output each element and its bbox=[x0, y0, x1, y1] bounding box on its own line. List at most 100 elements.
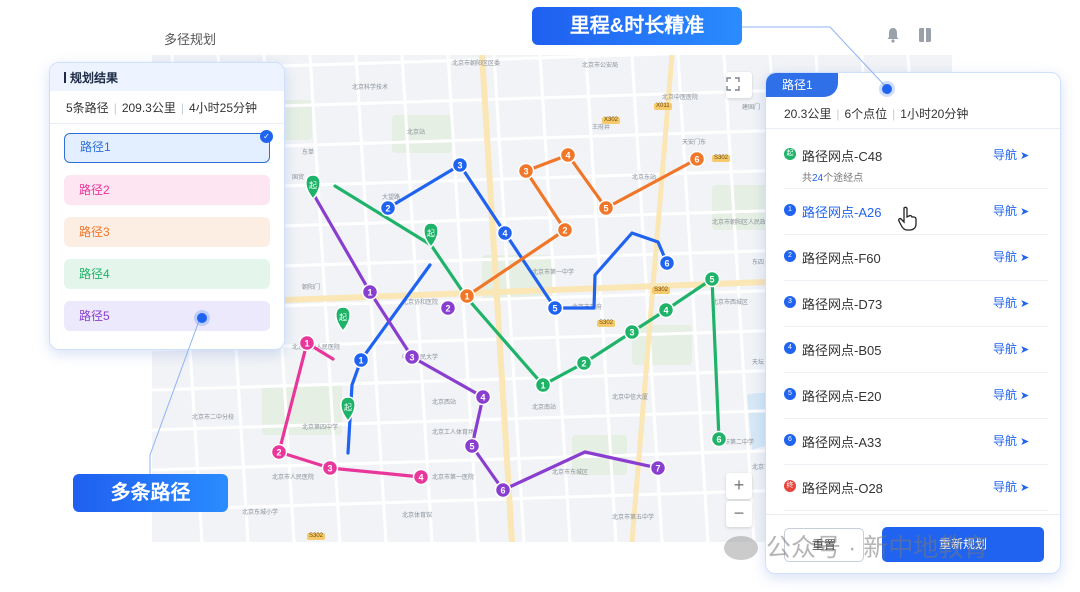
node-circle bbox=[474, 388, 492, 406]
navigate-button[interactable]: 导航➤ bbox=[993, 202, 1029, 219]
navigate-label: 导航 bbox=[993, 204, 1018, 218]
total-duration: 4小时25分钟 bbox=[188, 101, 257, 115]
road-number-label: S302 bbox=[307, 533, 326, 541]
node-circle bbox=[379, 199, 397, 217]
map-place-label: 北京第四中学 bbox=[302, 425, 339, 431]
route-duration: 1小时20分钟 bbox=[900, 107, 969, 121]
node-number: 6 bbox=[716, 435, 721, 445]
node-number: 1 bbox=[367, 288, 372, 298]
pin-shape bbox=[423, 222, 439, 249]
book-icon[interactable] bbox=[918, 27, 932, 43]
navigate-arrow-icon: ➤ bbox=[1020, 298, 1030, 310]
pin-shape bbox=[305, 174, 321, 201]
waypoint-marker-icon: 起 bbox=[784, 148, 796, 160]
start-pin-icon: 起 bbox=[335, 306, 351, 333]
node-circle bbox=[439, 299, 457, 317]
reset-button[interactable]: 重置 bbox=[784, 528, 864, 562]
zoom-out-button[interactable]: − bbox=[726, 501, 752, 527]
results-summary: 5条路径|209.3公里|4小时25分钟 bbox=[50, 91, 284, 124]
route-node-marker: 1 bbox=[458, 287, 476, 305]
map-place-label: 国贸 bbox=[292, 175, 305, 181]
results-header: 规划结果 bbox=[50, 63, 284, 91]
route-item-2[interactable]: 路径2 bbox=[64, 175, 270, 205]
navigate-button[interactable]: 导航➤ bbox=[993, 294, 1029, 311]
waypoint-name: 路径网点-D73 bbox=[802, 297, 883, 312]
start-pin-icon: 起 bbox=[423, 222, 439, 249]
waypoint-name: 路径网点-A26 bbox=[802, 205, 882, 220]
callout-multi-route: 多条路径 bbox=[73, 474, 228, 512]
replan-button[interactable]: 重新规划 bbox=[882, 527, 1044, 562]
map-place-label: 天安门东 bbox=[682, 140, 707, 146]
navigate-button[interactable]: 导航➤ bbox=[993, 478, 1029, 495]
map-place-label: 北京市西城区 bbox=[712, 300, 749, 306]
route-distance: 20.3公里 bbox=[784, 107, 832, 121]
route-node-marker: 5 bbox=[546, 299, 564, 317]
expand-icon[interactable] bbox=[726, 72, 752, 98]
wechat-logo-icon bbox=[724, 536, 758, 560]
route-node-marker: 5 bbox=[597, 199, 615, 217]
route-node-marker: 1 bbox=[298, 334, 316, 352]
node-circle bbox=[496, 224, 514, 242]
navigate-button[interactable]: 导航➤ bbox=[993, 340, 1029, 357]
navigate-arrow-icon: ➤ bbox=[1020, 252, 1030, 264]
navigate-button[interactable]: 导航➤ bbox=[993, 248, 1029, 265]
watermark-text: 公众号 · 新中地教育 bbox=[766, 534, 989, 562]
route-node-marker: 1 bbox=[352, 351, 370, 369]
callout-dot-bottom bbox=[197, 313, 207, 323]
map-place-label: 北京市二中分校 bbox=[192, 415, 235, 421]
waypoint-marker-icon: 2 bbox=[784, 250, 796, 262]
route-item-4[interactable]: 路径4 bbox=[64, 259, 270, 289]
navigate-button[interactable]: 导航➤ bbox=[993, 432, 1029, 449]
navigate-button[interactable]: 导航➤ bbox=[993, 386, 1029, 403]
map-place-label: 北京东站 bbox=[632, 175, 657, 181]
waypoint-row[interactable]: 终路径网点-O28 导航➤ bbox=[784, 465, 1048, 511]
zoom-in-button[interactable]: + bbox=[726, 473, 752, 499]
node-number: 3 bbox=[523, 167, 528, 177]
tab-route-1[interactable]: 路径1 bbox=[766, 73, 838, 97]
navigate-label: 导航 bbox=[993, 296, 1018, 310]
map-place-label: 北京市东城区 bbox=[552, 470, 589, 476]
node-circle bbox=[703, 270, 721, 288]
waypoint-name: 路径网点-O28 bbox=[802, 481, 883, 496]
node-number: 6 bbox=[694, 155, 699, 165]
route-node-marker: 2 bbox=[575, 354, 593, 372]
navigate-button[interactable]: 导航➤ bbox=[993, 146, 1029, 163]
bell-icon[interactable] bbox=[886, 27, 900, 43]
route-item-1[interactable]: 路径1✓ bbox=[64, 130, 273, 163]
route-path bbox=[305, 181, 660, 492]
map-place-label: 北京协和医院 bbox=[402, 300, 439, 306]
node-circle bbox=[463, 437, 481, 455]
page-title: 多径规划 bbox=[164, 32, 217, 47]
route-count: 5条路径 bbox=[66, 101, 109, 115]
node-circle bbox=[575, 354, 593, 372]
route-node-marker: 2 bbox=[439, 299, 457, 317]
navigate-arrow-icon: ➤ bbox=[1020, 344, 1030, 356]
map-place-label: 东单 bbox=[302, 150, 315, 156]
waypoint-marker-icon: 终 bbox=[784, 480, 796, 492]
map-place-label: 北京南站 bbox=[532, 405, 557, 411]
route-item-label: 路径4 bbox=[79, 267, 110, 281]
node-circle bbox=[270, 443, 288, 461]
node-circle bbox=[546, 299, 564, 317]
waypoint-marker-icon: 4 bbox=[784, 342, 796, 354]
navigate-label: 导航 bbox=[993, 148, 1018, 162]
via-points-count: 共24个途经点 bbox=[802, 173, 864, 184]
map-place-label: 朝阳门 bbox=[302, 285, 321, 291]
check-icon: ✓ bbox=[260, 130, 273, 143]
road-number-label: S302 bbox=[652, 287, 671, 295]
route-item-5[interactable]: 路径5 bbox=[64, 301, 270, 331]
node-circle bbox=[517, 162, 535, 180]
node-number: 1 bbox=[540, 381, 545, 391]
node-circle bbox=[403, 348, 421, 366]
route-node-marker: 3 bbox=[623, 323, 641, 341]
route-item-3[interactable]: 路径3 bbox=[64, 217, 270, 247]
node-circle bbox=[458, 287, 476, 305]
